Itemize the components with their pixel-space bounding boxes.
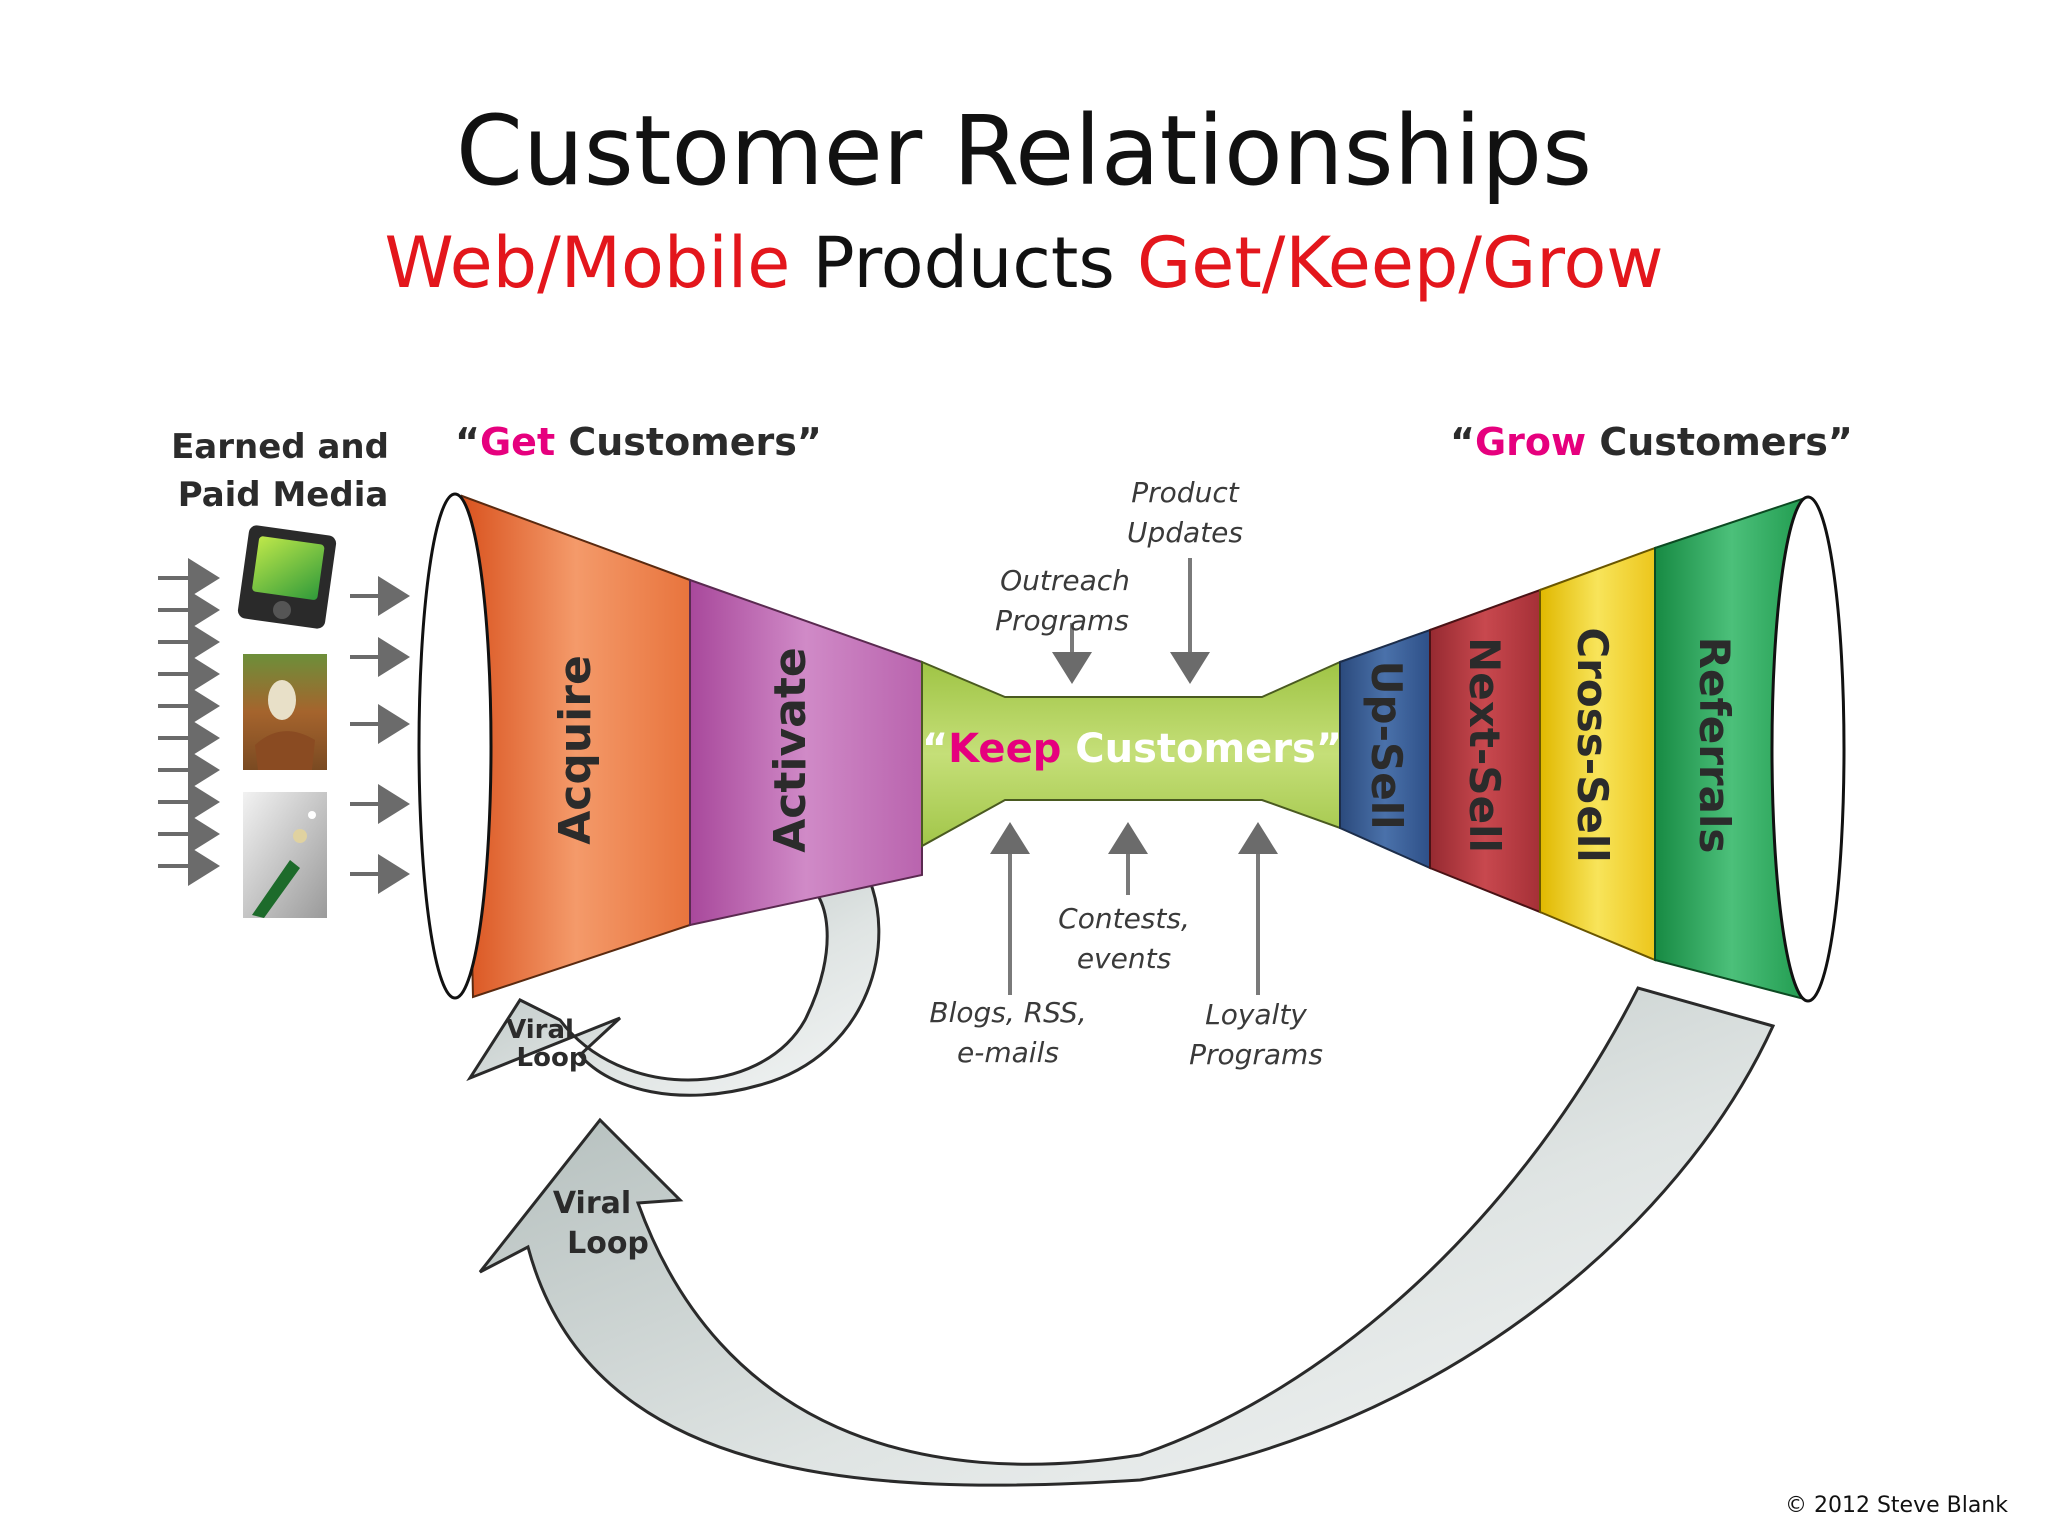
subtitle-get-keep-grow: Get/Keep/Grow <box>1137 222 1664 304</box>
outgoing-arrows <box>350 576 410 894</box>
grow-quote-open: “ <box>1450 420 1475 464</box>
grow-rest: Customers” <box>1586 420 1853 464</box>
bottom-input-arrows <box>990 822 1278 995</box>
viral-big-line1: Viral <box>553 1186 631 1221</box>
input-contests-line1: Contests, <box>1058 902 1190 935</box>
media-label-line1: Earned and <box>171 427 389 467</box>
incoming-arrows <box>158 558 220 886</box>
input-loyalty-line2: Programs <box>1189 1038 1323 1071</box>
grow-highlight: Grow <box>1475 420 1586 464</box>
copyright-notice: © 2012 Steve Blank <box>1784 1493 2008 1518</box>
funnel-label-activate: Activate <box>765 647 816 853</box>
funnel-label-crosssell: Cross-Sell <box>1568 627 1617 862</box>
champagne-image <box>243 792 327 918</box>
get-rest: Customers” <box>555 420 822 464</box>
viral-small-line2: Loop <box>517 1043 588 1073</box>
funnel-label-referrals: Referrals <box>1690 637 1739 854</box>
funnel-activate-segment <box>689 578 923 927</box>
page-title: Customer Relationships <box>455 95 1593 207</box>
funnel-left-opening <box>417 492 493 1000</box>
subtitle-web-mobile: Web/Mobile <box>384 222 791 304</box>
input-product-line1: Product <box>1131 476 1239 509</box>
input-loyalty-line1: Loyalty <box>1205 998 1307 1031</box>
input-contests-line2: events <box>1077 942 1171 975</box>
input-outreach-line1: Outreach <box>1000 564 1130 597</box>
input-blogs-line2: e-mails <box>957 1036 1059 1069</box>
input-blogs-line1: Blogs, RSS, <box>929 996 1086 1029</box>
page-subtitle: Web/Mobile Products Get/Keep/Grow <box>0 222 2048 304</box>
keep-rest: Customers” <box>1061 726 1342 772</box>
input-outreach-line2: Programs <box>995 604 1129 637</box>
viral-loop-big-arrow <box>478 986 1776 1487</box>
funnel-right-opening <box>1770 495 1846 1003</box>
get-highlight: Get <box>480 420 555 464</box>
keep-highlight: Keep <box>948 726 1061 772</box>
get-quote-open: “ <box>455 420 480 464</box>
keep-customers-label: “Keep Customers” <box>922 726 1342 772</box>
viral-big-line2: Loop <box>567 1226 649 1261</box>
funnel-label-nextsell: Next-Sell <box>1460 637 1509 853</box>
media-label-line2: Paid Media <box>178 475 389 515</box>
funnel-label-acquire: Acquire <box>550 655 601 845</box>
media-player-image <box>237 525 337 629</box>
grow-customers-heading: “Grow Customers” <box>1450 420 1853 464</box>
horse-rider-image <box>243 654 327 770</box>
subtitle-products: Products <box>790 222 1138 304</box>
viral-small-line1: Viral <box>506 1015 574 1045</box>
keep-quote-open: “ <box>922 726 948 772</box>
funnel-label-upsell: Up-Sell <box>1362 660 1411 829</box>
top-input-arrows <box>1052 558 1210 684</box>
input-product-line2: Updates <box>1127 516 1243 549</box>
get-customers-heading: “Get Customers” <box>455 420 822 464</box>
